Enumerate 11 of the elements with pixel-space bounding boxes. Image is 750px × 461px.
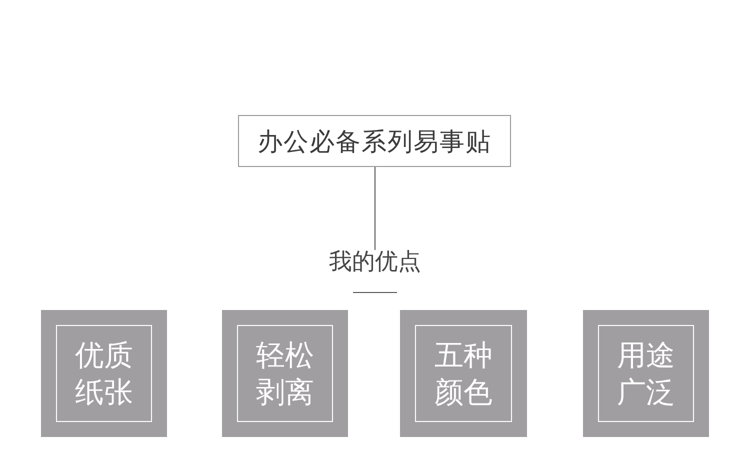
feature-text: 五种颜色 [433,336,494,410]
feature-tile [222,310,348,437]
feature-tile [41,310,167,437]
connector-line [374,166,376,250]
feature-tile [583,310,709,437]
feature-text: 用途广泛 [616,336,676,410]
feature-tile [400,310,527,437]
feature-text: 优质纸张 [74,336,134,410]
section-heading: 我的优点 [329,250,421,276]
title-box: 办公必备系列易事贴 [238,115,511,167]
feature-text: 轻松剥离 [254,336,315,410]
